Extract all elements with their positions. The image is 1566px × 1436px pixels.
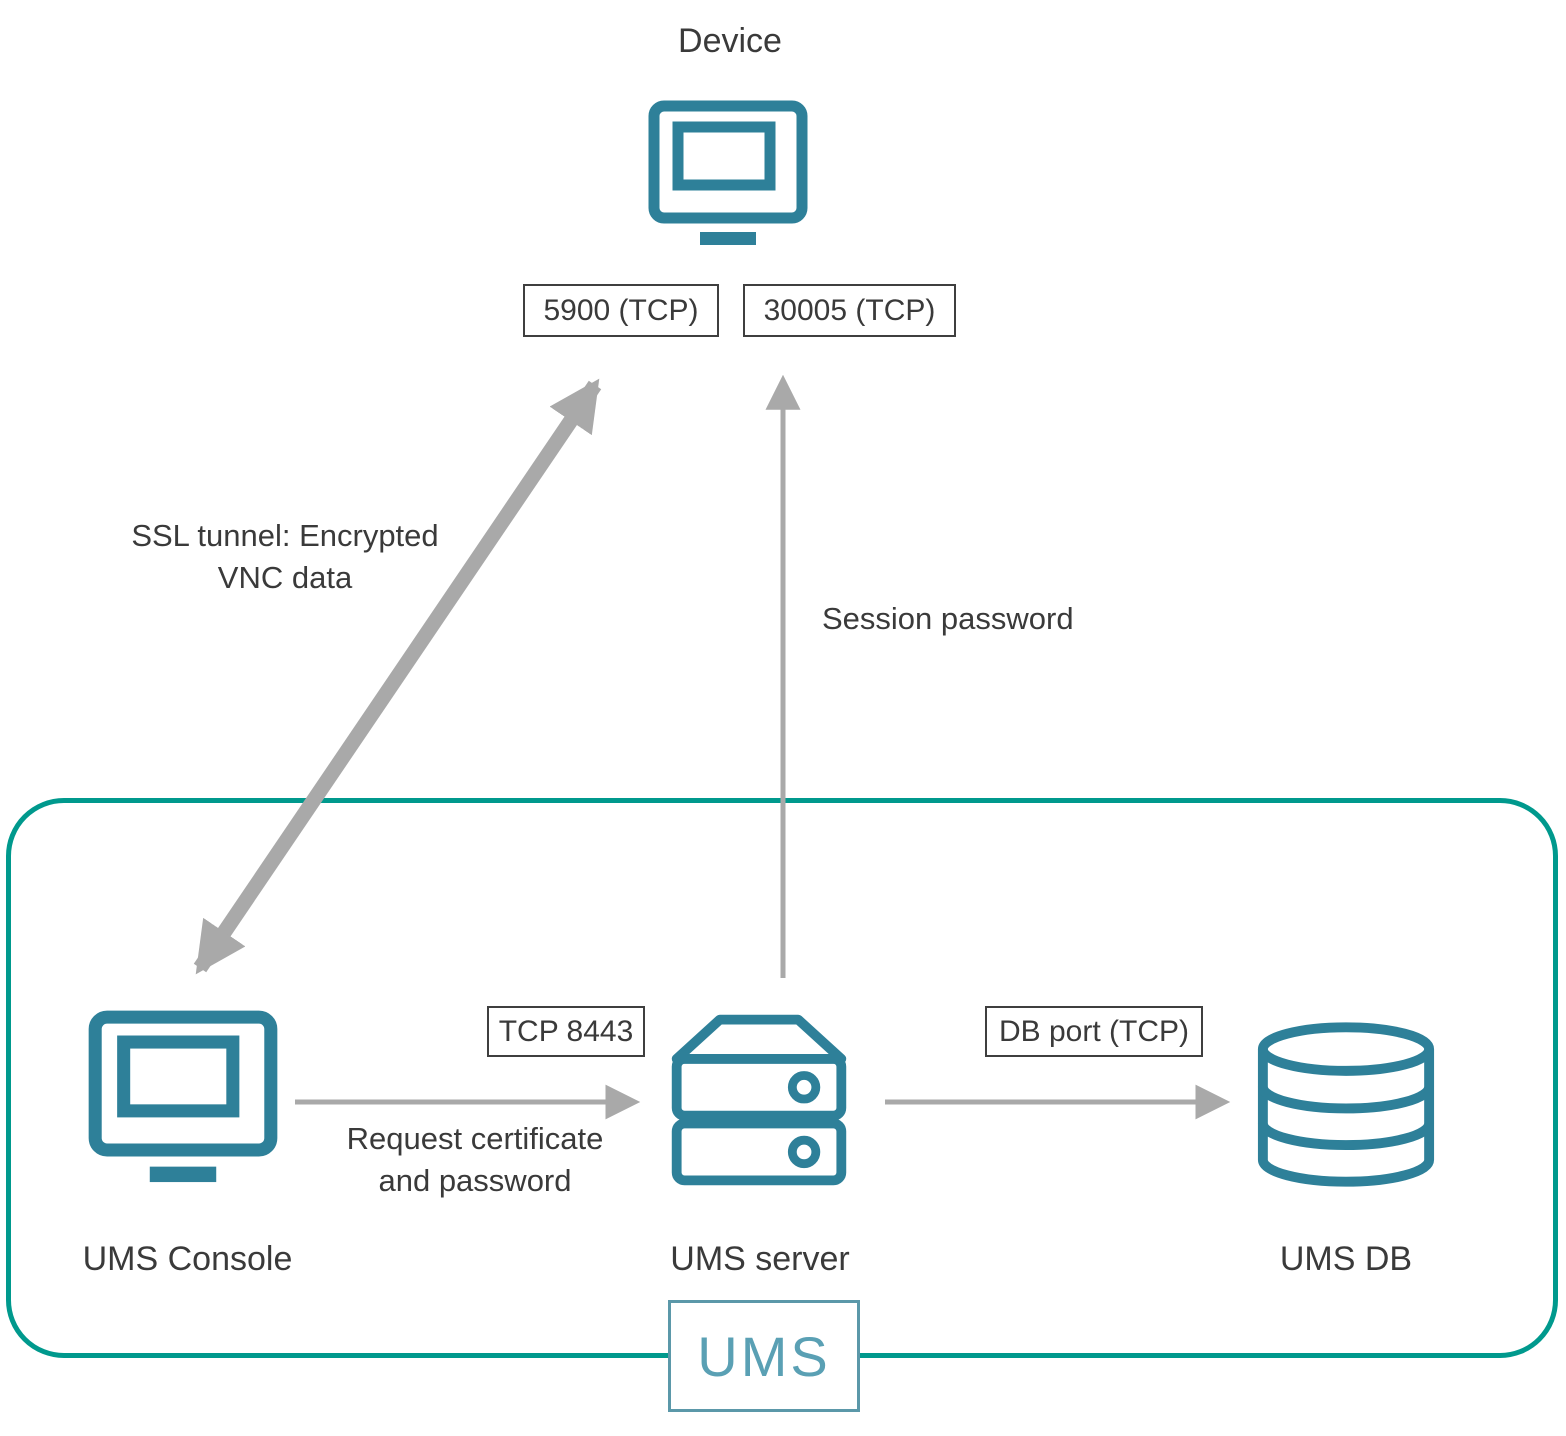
- port-box-tcp-8443-label: TCP 8443: [498, 1014, 634, 1048]
- ums-console-label: UMS Console: [82, 1240, 293, 1278]
- request-certificate-label-line2: and password: [378, 1163, 572, 1198]
- device-label: Device: [678, 22, 782, 60]
- request-certificate-label: Request certificate and password: [330, 1118, 620, 1202]
- port-box-30005-label: 30005 (TCP): [763, 293, 936, 327]
- ums-server-label: UMS server: [670, 1240, 850, 1278]
- port-box-tcp-8443: TCP 8443: [487, 1006, 645, 1057]
- request-certificate-label-line1: Request certificate: [346, 1121, 604, 1156]
- ums-logo-label: UMS: [697, 1324, 831, 1388]
- ums-server-icon: [660, 1002, 858, 1198]
- ums-console-monitor-icon: [88, 1010, 278, 1188]
- ssl-tunnel-label-line2: VNC data: [217, 560, 353, 595]
- port-box-5900-label: 5900 (TCP): [543, 293, 699, 327]
- ums-db-label: UMS DB: [1279, 1240, 1413, 1278]
- session-password-label: Session password: [822, 601, 1074, 636]
- ums-db-icon: [1252, 1016, 1440, 1196]
- device-monitor-icon: [648, 100, 808, 250]
- port-box-30005: 30005 (TCP): [743, 284, 956, 337]
- port-box-5900: 5900 (TCP): [523, 284, 719, 337]
- port-box-db-port: DB port (TCP): [985, 1006, 1203, 1057]
- ssl-tunnel-label-line1: SSL tunnel: Encrypted: [131, 518, 439, 553]
- ums-logo-box: UMS: [668, 1300, 860, 1412]
- ssl-tunnel-label: SSL tunnel: Encrypted VNC data: [120, 515, 450, 599]
- port-box-db-port-label: DB port (TCP): [998, 1014, 1190, 1048]
